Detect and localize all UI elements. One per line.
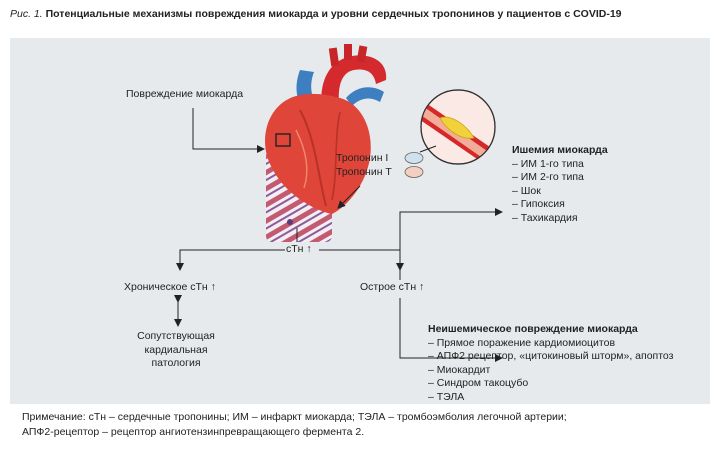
- figure-label: Рис. 1.: [10, 8, 43, 20]
- ischemia-block: Ишемия миокарда – ИМ 1-го типа – ИМ 2-го…: [512, 144, 608, 225]
- nonischemic-arrow: [399, 298, 503, 362]
- pulmonary-vessel: [346, 87, 384, 106]
- nonischemic-item: – Прямое поражение кардиомиоцитов: [428, 336, 616, 349]
- ischemia-item: – ИМ 1-го типа: [512, 157, 584, 170]
- comorbid-line: кардиальная: [144, 343, 208, 356]
- ischemia-item: – ИМ 2-го типа: [512, 171, 584, 183]
- comorbid-line: патология: [151, 357, 201, 369]
- nonischemic-title: Неишемическое повреждение миокарда: [428, 323, 638, 335]
- artery-inset: [420, 89, 496, 165]
- myocardial-injury-label: Повреждение миокарда: [126, 88, 244, 100]
- acute-arrow: [319, 249, 404, 271]
- ischemia-arrow: [399, 208, 503, 280]
- figure-title: Рис. 1. Потенциальные механизмы поврежде…: [10, 8, 622, 20]
- inset-connector: [419, 145, 437, 153]
- ischemia-item: – Шок: [512, 184, 541, 197]
- chronic-arrow: [176, 249, 285, 271]
- figure-title-text: Потенциальные механизмы повреждения миок…: [45, 8, 622, 20]
- note-line: АПФ2-рецептор – рецептор ангиотензинпрев…: [22, 426, 365, 438]
- troponin-t-label: Тропонин T: [336, 166, 392, 178]
- nonischemic-item: – Синдром такоцубо: [428, 377, 529, 389]
- note-line: Примечание: сТн – сердечные тропонины; И…: [22, 411, 567, 423]
- ischemia-title: Ишемия миокарда: [512, 144, 608, 156]
- nonischemic-item: – ТЭЛА: [428, 390, 465, 403]
- troponin-arrow: [337, 185, 361, 209]
- heart-zoom-box: [275, 133, 291, 147]
- nonischemic-item: – АПФ2 рецептор, «цитокиновый шторм», ап…: [428, 350, 674, 362]
- nonischemic-item: – Миокардит: [428, 363, 491, 376]
- connector-lines: [174, 108, 503, 362]
- acute-ctn-label: Острое сТн ↑: [360, 281, 425, 293]
- troponin-i-label: Тропонин I: [336, 152, 389, 164]
- troponin-i-marker: [404, 152, 424, 164]
- ctn-label: сТн ↑: [286, 243, 312, 255]
- heart-body: [265, 93, 371, 214]
- injury-arrow: [192, 108, 265, 153]
- troponin-t-marker: [404, 166, 424, 178]
- nonischemic-block: Неишемическое повреждение миокарда – Пря…: [428, 323, 673, 404]
- ischemia-item: – Гипоксия: [512, 198, 565, 210]
- ischemia-item: – Тахикардия: [512, 211, 578, 224]
- heart-illustration: [265, 44, 387, 214]
- figure-note: Примечание: сТн – сердечные тропонины; И…: [22, 410, 702, 440]
- comorbid-line: Сопутствующая: [137, 330, 215, 342]
- chronic-ctn-label: Хроническое сТн ↑: [124, 281, 216, 293]
- comorbid-pathology-label: Сопутствующая кардиальная патология: [131, 330, 221, 371]
